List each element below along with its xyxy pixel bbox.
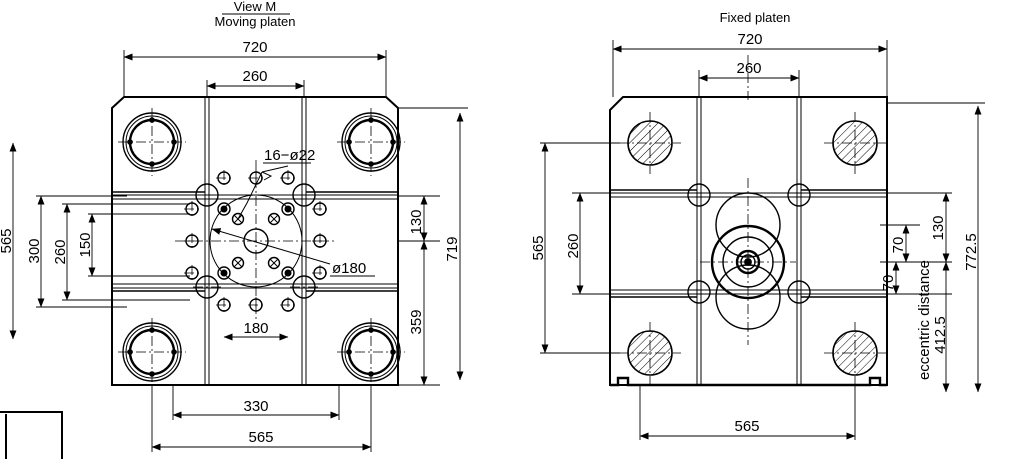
fixed-platen-outline <box>609 96 888 386</box>
fixed-platen-title: Fixed platen <box>720 10 791 25</box>
dim-moving-bottom-180: 180 <box>243 320 268 337</box>
dim-fixed-right-772: 772.5 <box>963 233 980 271</box>
moving-platen-mounting-holes <box>184 170 328 313</box>
label-eccentric-distance: eccentric distance <box>916 260 933 380</box>
moving-platen-left-dims: 565 300 260 150 <box>0 142 190 340</box>
moving-platen-slot-circles <box>193 183 318 299</box>
dim-moving-left-300: 300 <box>26 238 43 263</box>
fixed-platen-right-dims: 130 70 70 eccentric distance 412.5 772.5 <box>880 102 985 393</box>
moving-platen-title-line1: View M <box>234 0 276 14</box>
dim-fixed-right-70-a: 70 <box>890 237 907 254</box>
dim-fixed-top-260: 260 <box>736 60 761 77</box>
dim-fixed-right-412: 412.5 <box>932 316 949 354</box>
dim-fixed-bottom-565: 565 <box>734 418 759 435</box>
fixed-platen-bottom-dims: 565 <box>639 385 856 440</box>
hole-ring-outer <box>217 202 295 280</box>
fixed-platen-tiebar-holes <box>619 112 886 384</box>
dim-fixed-left-565: 565 <box>530 235 547 260</box>
moving-platen-annotations: 16−ø22 ø180 <box>211 147 375 277</box>
dim-fixed-top-720: 720 <box>737 31 762 48</box>
fixed-platen-view: Fixed platen <box>530 10 985 440</box>
note-16-holes: 16−ø22 <box>264 147 315 164</box>
dim-fixed-left-260: 260 <box>565 233 582 258</box>
sheet-corner-fragment <box>0 411 63 459</box>
moving-platen-center-bore <box>175 160 337 322</box>
dim-moving-right-359: 359 <box>408 309 425 334</box>
tiebar-hole-top-right <box>337 108 405 176</box>
fixed-platen-top-dims: 720 260 <box>612 31 888 97</box>
dim-moving-bottom-330: 330 <box>243 398 268 415</box>
dim-moving-top-260: 260 <box>242 68 267 85</box>
tiebar-hole-hatched-top-left <box>619 112 681 174</box>
fixed-platen-nozzle-bore <box>700 55 796 345</box>
hole-grid-plain <box>184 170 328 313</box>
moving-platen-title-line2: Moving platen <box>215 14 296 29</box>
moving-platen-bottom-dims: 180 330 565 <box>151 320 372 452</box>
dim-moving-left-565: 565 <box>0 228 15 253</box>
dim-moving-right-719: 719 <box>444 236 461 261</box>
moving-platen-tiebar-holes <box>118 108 405 386</box>
dim-moving-right-130: 130 <box>408 209 425 234</box>
tiebar-hole-top-left <box>118 108 186 176</box>
tiebar-hole-bottom-left <box>118 318 186 386</box>
dim-moving-left-260: 260 <box>52 239 69 264</box>
fixed-platen-left-dims: 565 260 <box>530 142 690 354</box>
dim-fixed-right-70-b: 70 <box>880 275 897 292</box>
dim-moving-bottom-565: 565 <box>248 429 273 446</box>
fixed-platen-slot-circles <box>687 183 811 304</box>
dim-moving-top-720: 720 <box>242 39 267 56</box>
note-bolt-circle: ø180 <box>332 260 366 277</box>
fixed-platen-bottom-edge <box>610 376 887 387</box>
tiebar-hole-bottom-right <box>337 318 405 386</box>
tiebar-hole-hatched-bottom-right <box>824 322 886 384</box>
dim-moving-left-150: 150 <box>77 232 94 257</box>
tiebar-hole-hatched-top-right <box>824 112 886 174</box>
hole-ring-diagonal <box>231 212 281 270</box>
moving-platen-top-dims: 720 260 <box>123 39 387 97</box>
tiebar-hole-hatched-bottom-left <box>619 322 681 384</box>
moving-platen-view: View M Moving platen <box>0 0 468 459</box>
dim-fixed-right-130: 130 <box>930 215 947 240</box>
moving-platen-right-dims: 130 359 719 <box>398 107 468 386</box>
